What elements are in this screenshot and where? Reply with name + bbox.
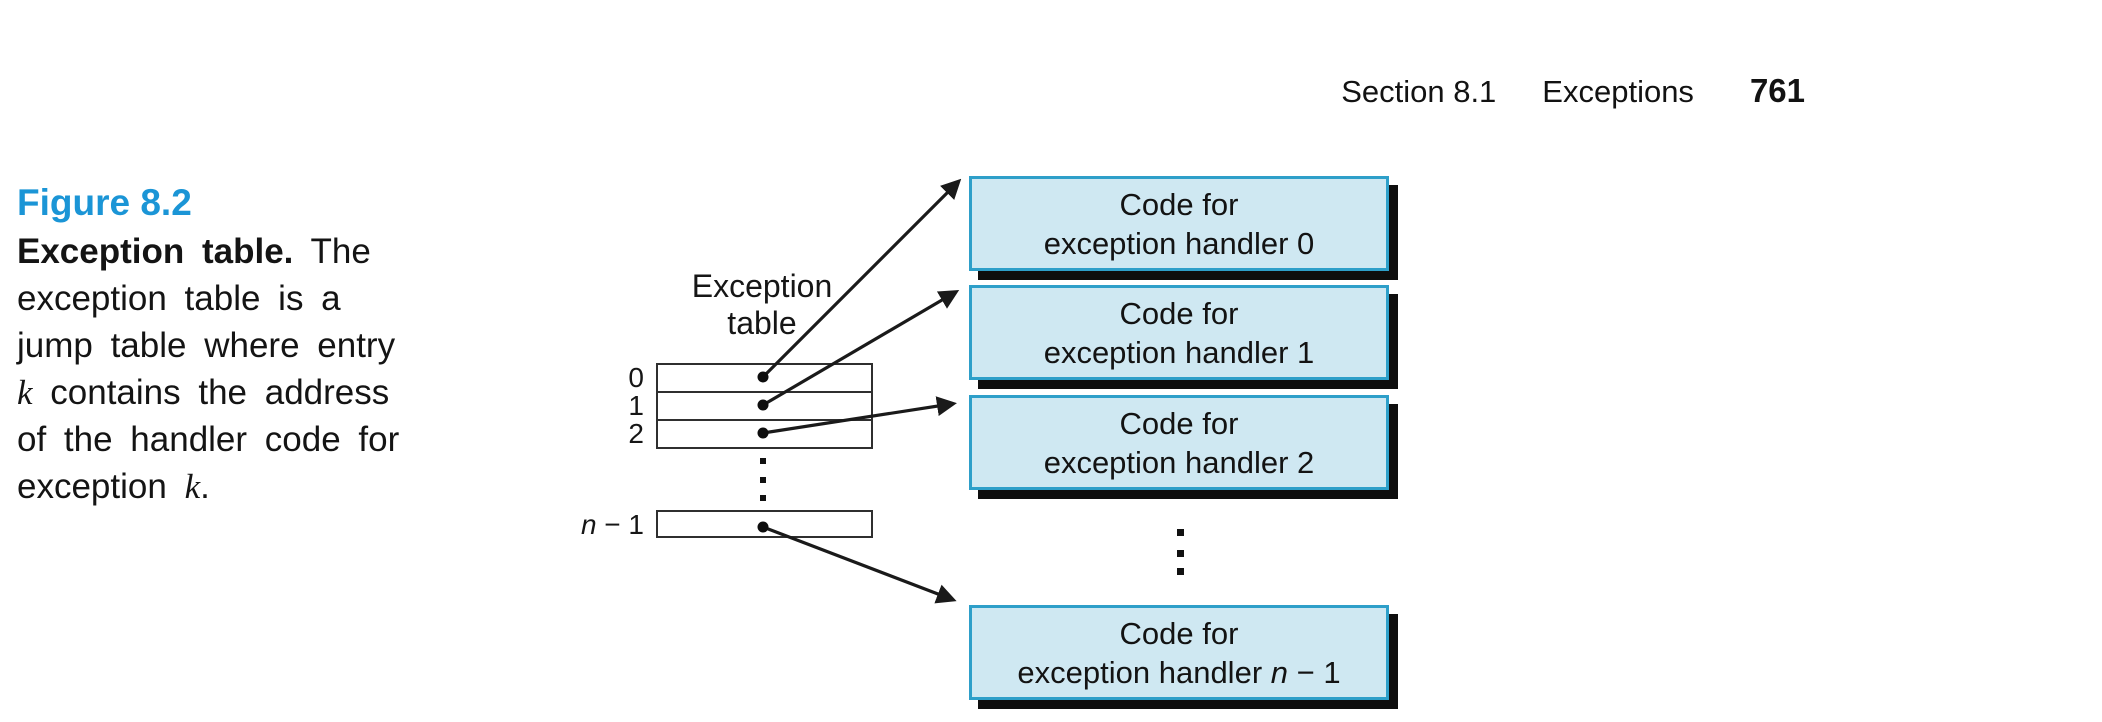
handler-box-text: exception handler [1017,654,1271,690]
handler-box-text: exception handler [1043,225,1298,261]
math-var-n: n [580,509,597,540]
table-ellipsis-dot [760,458,766,464]
page-header: Section 8.1 Exceptions 761 [0,72,1805,110]
handler-box-index: 2 [1297,444,1315,480]
caption-line-2: exception table is a [17,279,341,318]
handler-box-line2: exception handler n − 1 [1017,653,1340,692]
figure-label: Figure 8.2 [17,182,192,223]
exception-table-label-line2: table [727,305,797,341]
caption-text: exception [17,467,185,506]
row-label-0: 0 [628,362,644,393]
math-var-k: k [17,373,33,412]
row-label-n1: n − 1 [500,509,644,540]
exception-table-label-line1: Exception [691,268,833,304]
handlers-ellipsis-dot [1177,529,1184,536]
exception-table-row-n1 [656,510,873,538]
caption-text: The [293,232,371,271]
math-var-k: k [184,467,201,506]
handler-box-index: 0 [1297,225,1315,261]
caption-line-6: exception k. [17,463,457,510]
caption-text: . [200,467,210,506]
row-label-1: 1 [628,390,644,421]
handler-box-1: Code for exception handler 1 [969,285,1389,380]
row-label-2: 2 [628,418,644,449]
table-row-divider [658,391,871,393]
row-label-text: − 1 [596,509,644,540]
exception-table [656,363,873,449]
handler-box-line1: Code for [1119,405,1239,441]
caption-line-3: jump table where entry [17,326,396,365]
handler-box-text: exception handler [1043,334,1298,370]
handler-box-0: Code for exception handler 0 [969,176,1389,271]
figure-caption: Figure 8.2 Exception table. The exceptio… [17,178,457,510]
caption-line-1: Exception table. The [17,228,457,275]
section-number: Section 8.1 [1341,74,1497,109]
handler-box-line2: exception handler 1 [1044,333,1315,372]
caption-line-4: k contains the address [17,369,457,416]
table-row-divider [658,419,871,421]
handler-box-line2: exception handler 0 [1044,224,1315,263]
handler-box-line1: Code for [1119,615,1239,651]
caption-line-5: of the handler code for [17,420,400,459]
handler-box-n1: Code for exception handler n − 1 [969,605,1389,700]
handler-box-text: exception handler [1043,444,1298,480]
exception-table-label: Exception table [652,268,872,342]
handler-box-2: Code for exception handler 2 [969,395,1389,490]
caption-bold-title: Exception table. [17,232,294,271]
table-ellipsis-dot [760,477,766,483]
handlers-ellipsis-dot [1177,568,1184,575]
handlers-ellipsis-dot [1177,550,1184,557]
handler-box-index: 1 [1297,334,1315,370]
handler-box-line1: Code for [1119,186,1239,222]
handler-box-line1: Code for [1119,295,1239,331]
handler-box-index: − 1 [1288,654,1341,690]
math-var-n: n [1270,654,1288,690]
caption-text: contains the address [32,373,390,412]
table-ellipsis-dot [760,495,766,501]
page-number: 761 [1749,72,1805,109]
handler-box-line2: exception handler 2 [1044,443,1315,482]
section-title: Exceptions [1542,74,1694,109]
